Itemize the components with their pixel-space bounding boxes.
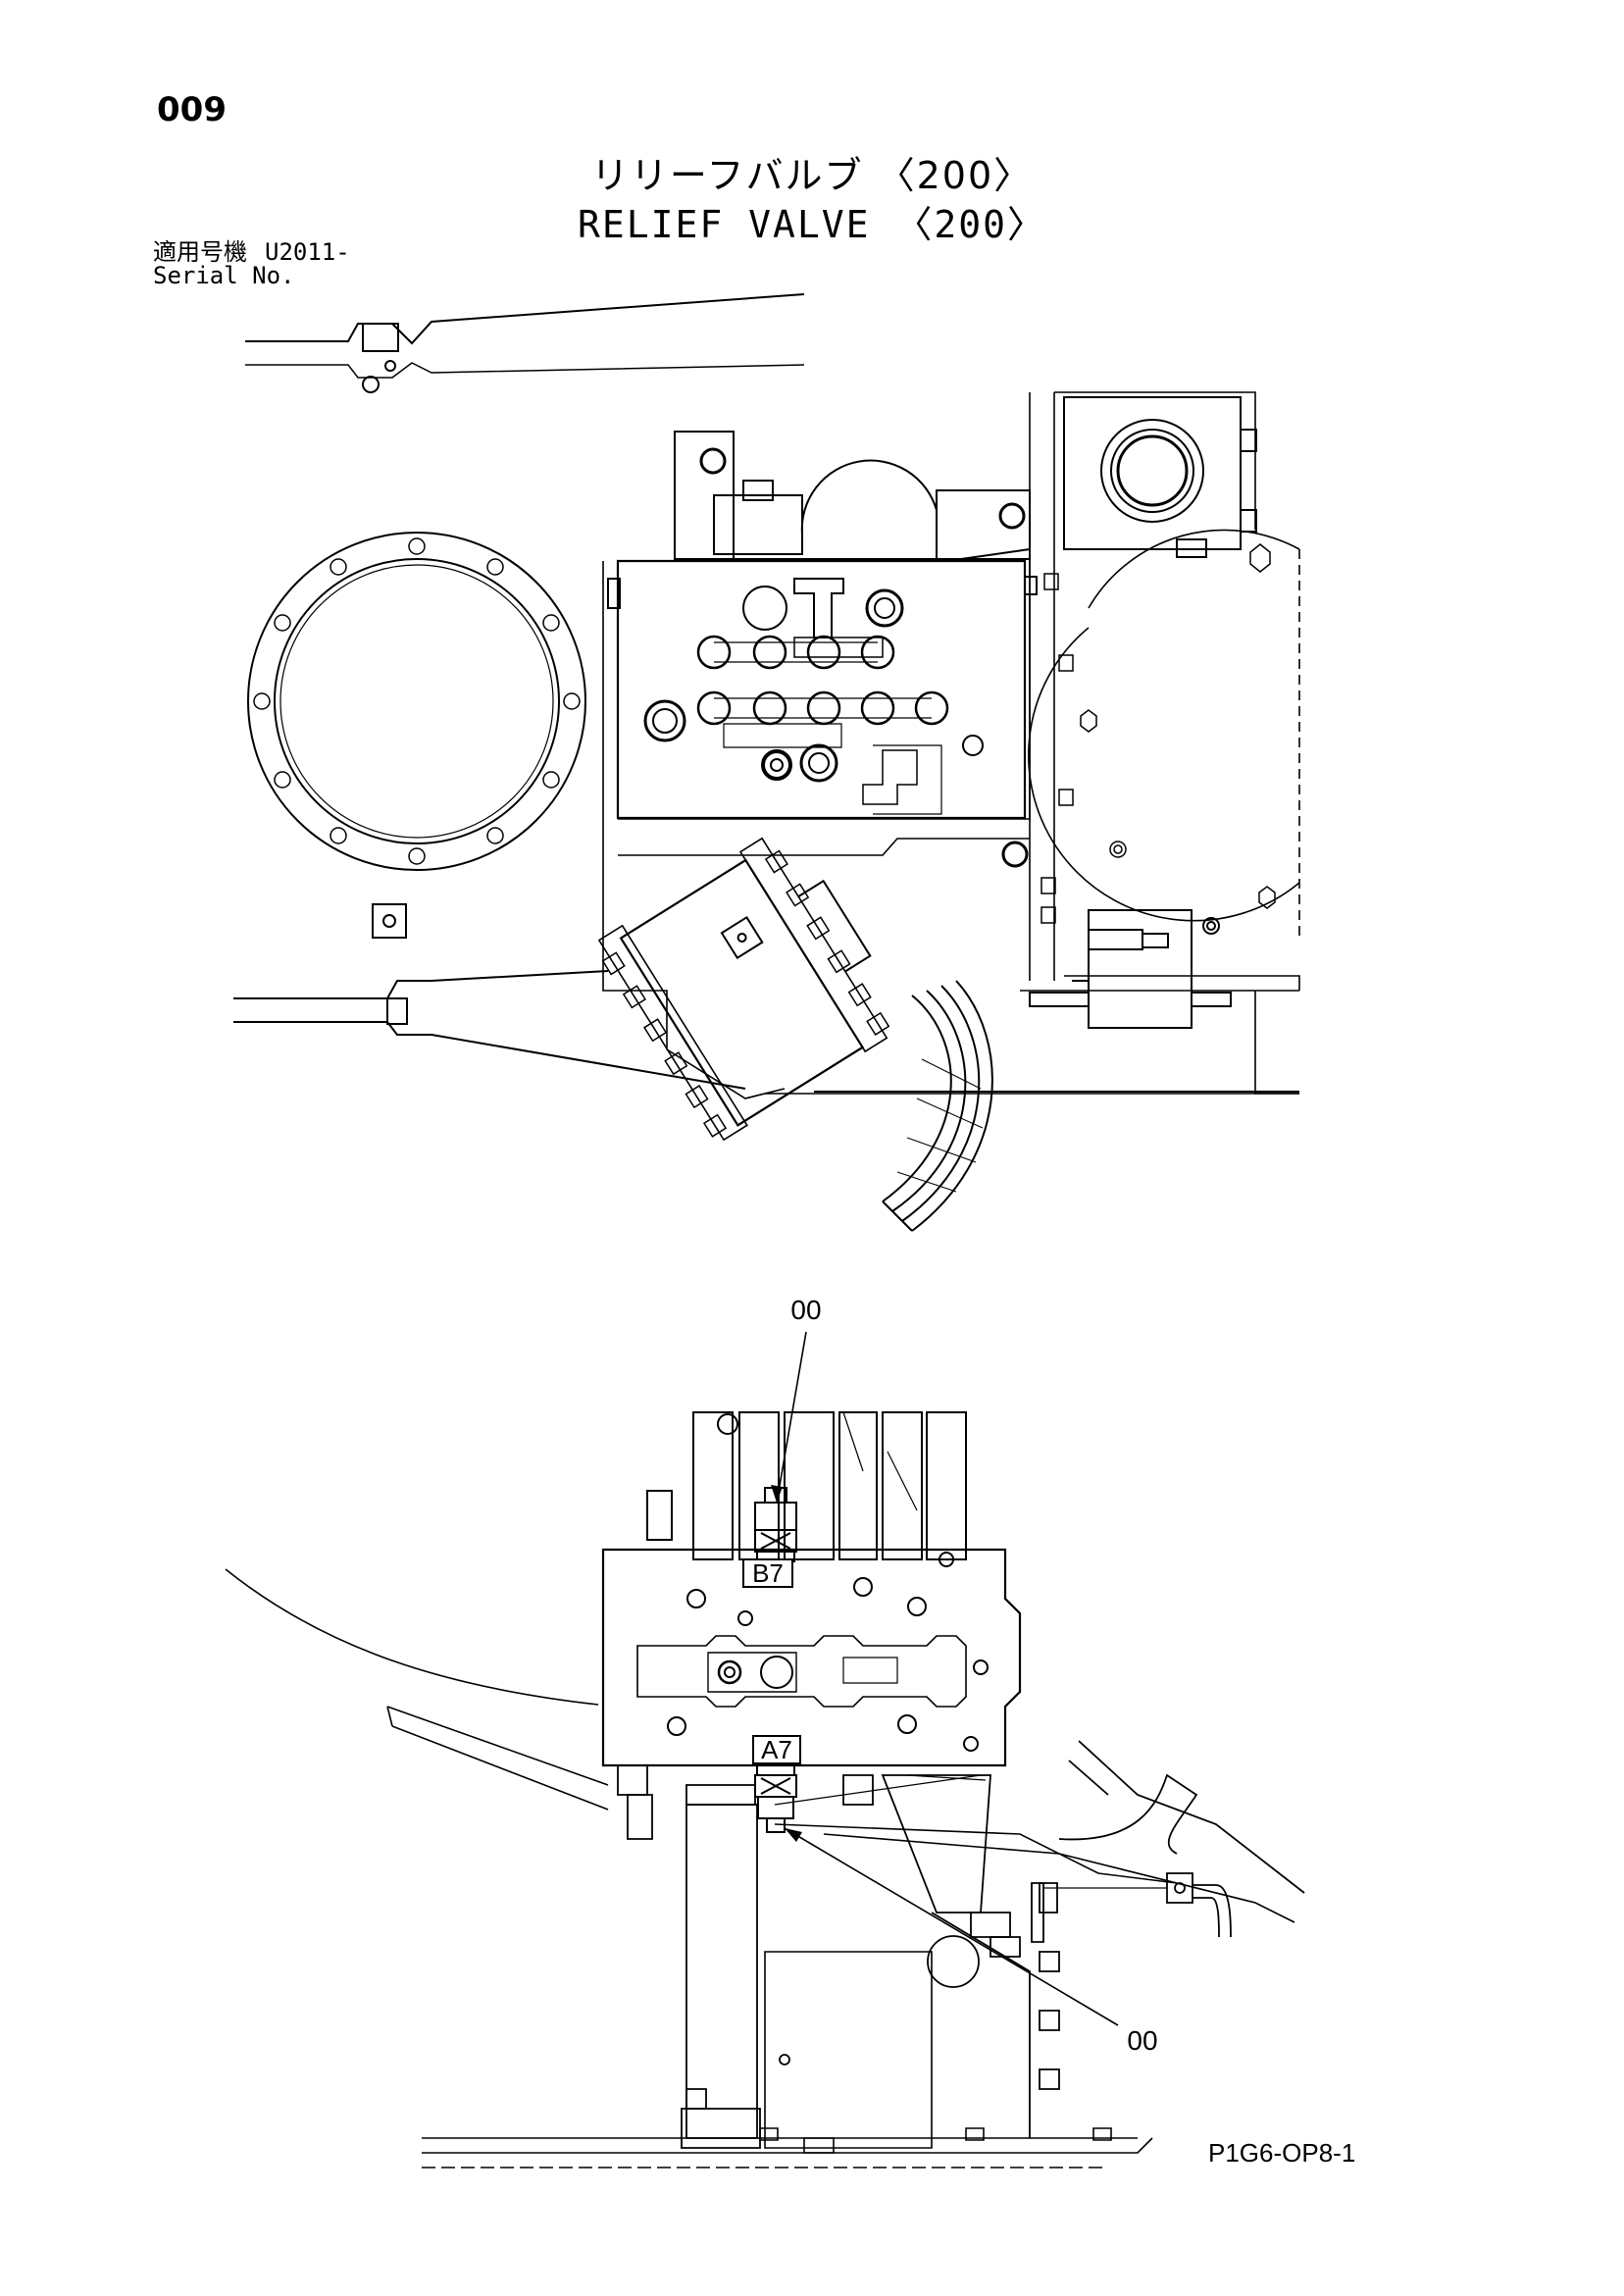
serial-applicability: 適用号機 U2011- Serial No.: [153, 240, 350, 287]
title-english: RELIEF VALVE 〈200〉: [577, 203, 1047, 246]
serial-label-japanese: 適用号機: [153, 238, 247, 266]
upper-frame: [603, 392, 1299, 1098]
spool-row-2: [645, 692, 947, 740]
model-code: U2011-: [265, 238, 350, 266]
lower-right-bracket: [1032, 1741, 1304, 1942]
serial-label-english: Serial No.: [153, 262, 295, 289]
spool-row-1: [698, 637, 893, 668]
flange-ring: [248, 533, 585, 870]
valve-cartridges: [647, 1412, 966, 1559]
lower-base-rails: [422, 2128, 1152, 2168]
hose-bundle: [883, 981, 992, 1231]
port-label-boxes: [743, 1559, 800, 1763]
relief-cartridge-b7: [755, 1488, 796, 1561]
control-valve-block: [608, 561, 1037, 818]
top-right-cap: [1064, 397, 1270, 572]
lower-supports: [618, 1765, 1294, 2148]
valve-top-bracket: [675, 432, 1030, 559]
upper-view: [233, 294, 1299, 1231]
callout-upper-label: 00: [790, 1295, 821, 1325]
port-label-b7: B7: [752, 1558, 784, 1588]
port-label-a7: A7: [761, 1735, 792, 1764]
callout-lower-label: 00: [1127, 2025, 1157, 2056]
upper-arm: [245, 294, 804, 392]
small-square-fitting: [373, 904, 406, 938]
lower-view: [226, 1332, 1304, 2168]
relief-cartridge-a7: [755, 1765, 796, 1832]
lower-left-frame: [226, 1569, 608, 1810]
drawing-code: P1G6-OP8-1: [1208, 2138, 1356, 2168]
callout-leaders: [771, 1332, 1118, 2025]
title-japanese: リリーフバルブ 〈200〉: [590, 154, 1034, 197]
lower-valve-body: [603, 1550, 1020, 1765]
page-number: 009: [157, 90, 227, 129]
frame-side-fittings: [1003, 574, 1275, 923]
relief-valve-solenoid: [592, 823, 912, 1145]
flange-bolt-holes: [254, 538, 580, 864]
lower-arm: [233, 971, 1299, 1092]
right-relief-unit: [1030, 910, 1231, 1028]
